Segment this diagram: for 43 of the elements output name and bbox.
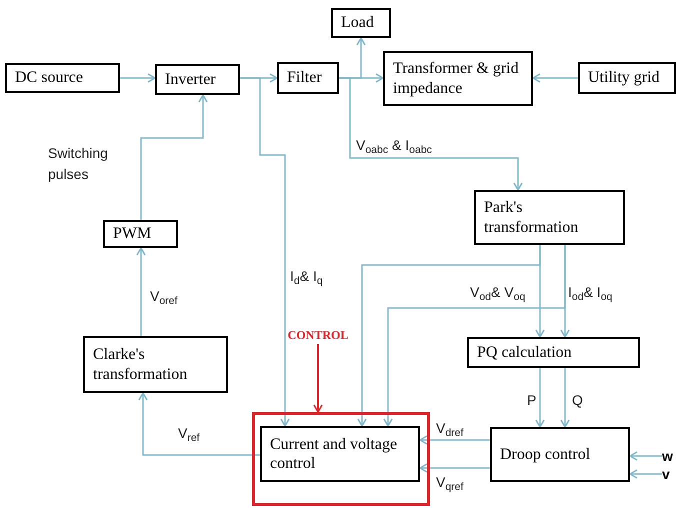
edge-label: V$_{ref}$ — [178, 424, 201, 444]
control-arrow — [313, 344, 323, 413]
edge-label: V$_{dref}$ — [436, 419, 464, 439]
signal-arrow — [140, 94, 208, 220]
edge-label: Q — [572, 391, 584, 410]
edge-label: Switching pulses — [48, 144, 109, 184]
process-box: Park's transformation — [474, 190, 625, 245]
edge-label: V$_{oabc}$ & I$_{oabc}$ — [356, 136, 433, 156]
signal-arrow — [560, 245, 570, 338]
edge-label: I$_{d}$& I$_{q}$ — [290, 267, 324, 287]
process-box: Transformer & grid impedance — [383, 51, 533, 106]
signal-arrow — [136, 247, 146, 336]
process-box: Current and voltage control — [260, 426, 420, 482]
process-box: Inverter — [155, 64, 240, 95]
input-label: v — [662, 465, 678, 482]
signal-arrow — [629, 451, 662, 461]
signal-arrow — [138, 392, 260, 456]
signal-arrow — [120, 73, 156, 83]
process-box: Clarke's transformation — [83, 336, 228, 393]
edge-label: V$_{qref}$ — [436, 473, 464, 493]
signal-arrow — [629, 469, 662, 479]
process-box: PWM — [103, 220, 178, 248]
signal-arrow — [535, 368, 545, 428]
highlight-frame — [252, 412, 430, 506]
edge-label: P — [527, 391, 538, 410]
signal-arrow — [419, 463, 490, 473]
process-box: Droop control — [490, 427, 630, 482]
signal-arrow — [535, 245, 545, 338]
callout-text: CONTROL — [280, 326, 356, 344]
signal-arrow — [560, 368, 570, 428]
signal-arrow — [339, 77, 523, 191]
edge-label: I$_{od}$& I$_{oq}$ — [568, 283, 614, 303]
process-box: PQ calculation — [467, 337, 640, 368]
input-label: w — [662, 447, 678, 464]
signal-arrow — [419, 435, 490, 445]
process-box: Utility grid — [578, 62, 676, 94]
signal-arrow — [532, 73, 578, 83]
signal-arrow — [240, 77, 290, 427]
edge-label: V$_{oref}$ — [150, 287, 178, 307]
process-box: Load — [331, 8, 391, 38]
process-box: Filter — [277, 62, 339, 94]
edge-label: V$_{od}$& V$_{oq}$ — [470, 283, 526, 303]
process-box: DC source — [5, 63, 120, 93]
